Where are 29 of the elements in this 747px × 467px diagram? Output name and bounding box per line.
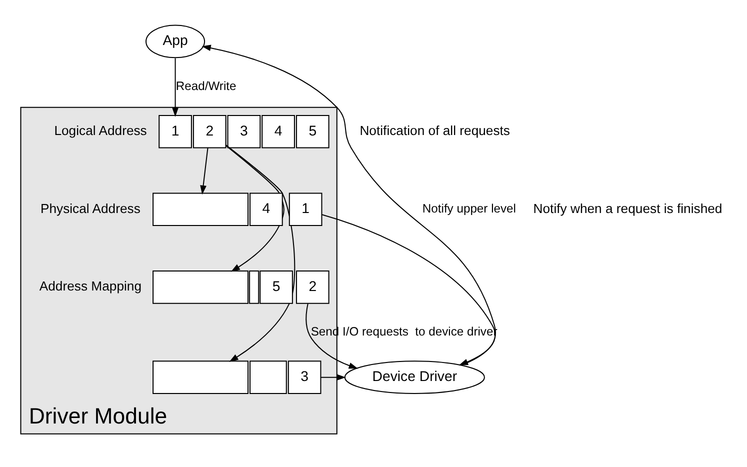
- node-box: 5: [260, 270, 293, 304]
- node-box: 4: [262, 114, 295, 148]
- label: Notify when a request is finished: [533, 200, 722, 216]
- arrow: [226, 144, 296, 362]
- arrow: [320, 374, 346, 380]
- label: Physical Address: [40, 200, 140, 216]
- node-box: 1: [158, 114, 192, 148]
- label: Logical Address: [54, 123, 147, 138]
- node-box: 1: [288, 192, 322, 226]
- node-box: [152, 192, 248, 226]
- arrow: [306, 304, 358, 369]
- arrow: [226, 145, 284, 272]
- node-box: 4: [250, 192, 283, 226]
- arrow: [172, 58, 178, 117]
- label: Notification of all requests: [360, 123, 510, 138]
- node-box: 5: [296, 114, 330, 148]
- node-box: [250, 360, 287, 394]
- node-box: [249, 270, 260, 304]
- node-box: 2: [192, 114, 226, 148]
- node-box: [152, 270, 248, 304]
- node-box: 3: [288, 360, 322, 394]
- node-box: 2: [296, 270, 330, 304]
- edge-label: Notify upper level: [422, 202, 516, 216]
- node-ellipse: App: [146, 24, 206, 58]
- arrow: [200, 148, 208, 195]
- node-box: [152, 360, 248, 394]
- label: Address Mapping: [39, 278, 142, 294]
- edge-label: Read/Write: [176, 78, 236, 93]
- node-box: 3: [227, 114, 261, 148]
